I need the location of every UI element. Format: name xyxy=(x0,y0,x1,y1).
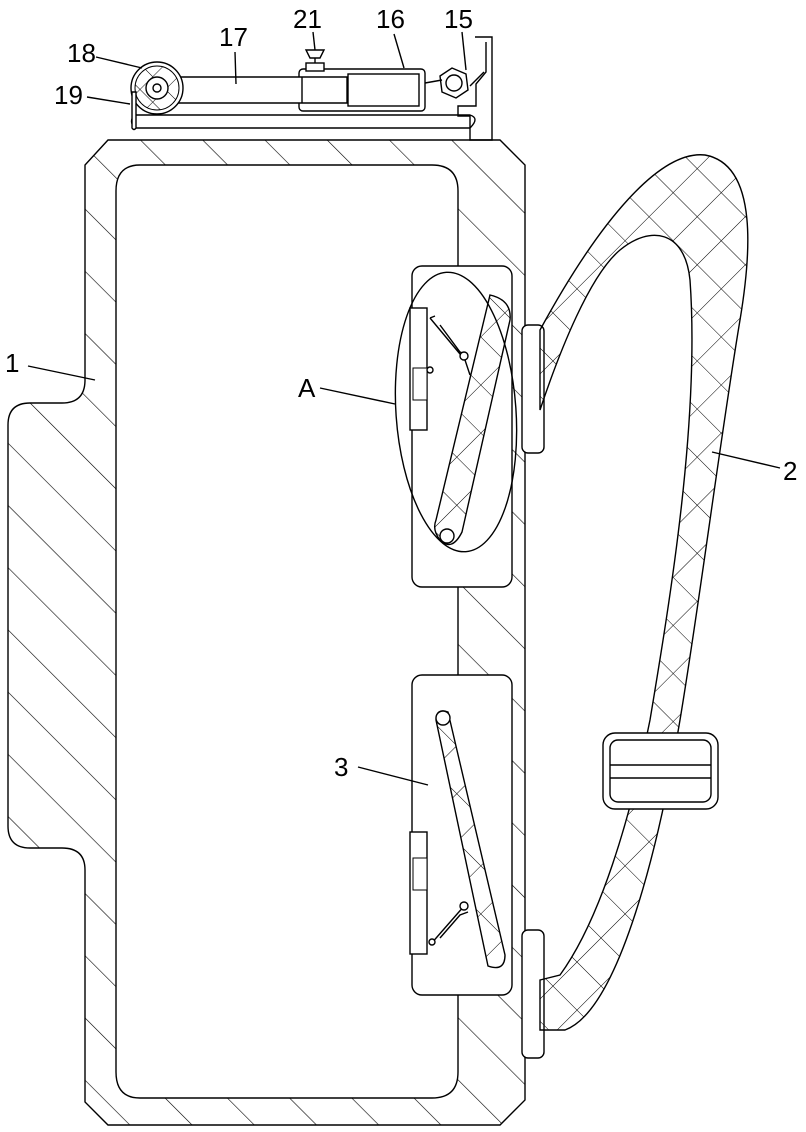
upper-latch-pocket xyxy=(386,266,525,587)
label-16: 16 xyxy=(376,4,405,34)
label-2: 2 xyxy=(783,456,797,486)
label-17: 17 xyxy=(219,22,248,52)
label-21: 21 xyxy=(293,4,322,34)
label-3: 3 xyxy=(334,752,348,782)
thumb-screw xyxy=(306,63,324,71)
label-1: 1 xyxy=(5,348,19,378)
arm xyxy=(158,77,347,103)
label-18: 18 xyxy=(67,38,96,68)
strap-buckle xyxy=(603,733,718,809)
pull-tab xyxy=(132,92,136,130)
label-a: A xyxy=(298,373,316,403)
hex-nut xyxy=(440,68,468,98)
label-19: 19 xyxy=(54,80,83,110)
top-clamp-assembly xyxy=(131,37,492,140)
label-15: 15 xyxy=(444,4,473,34)
carry-strap xyxy=(522,155,748,1058)
lower-latch-pocket xyxy=(410,675,512,995)
